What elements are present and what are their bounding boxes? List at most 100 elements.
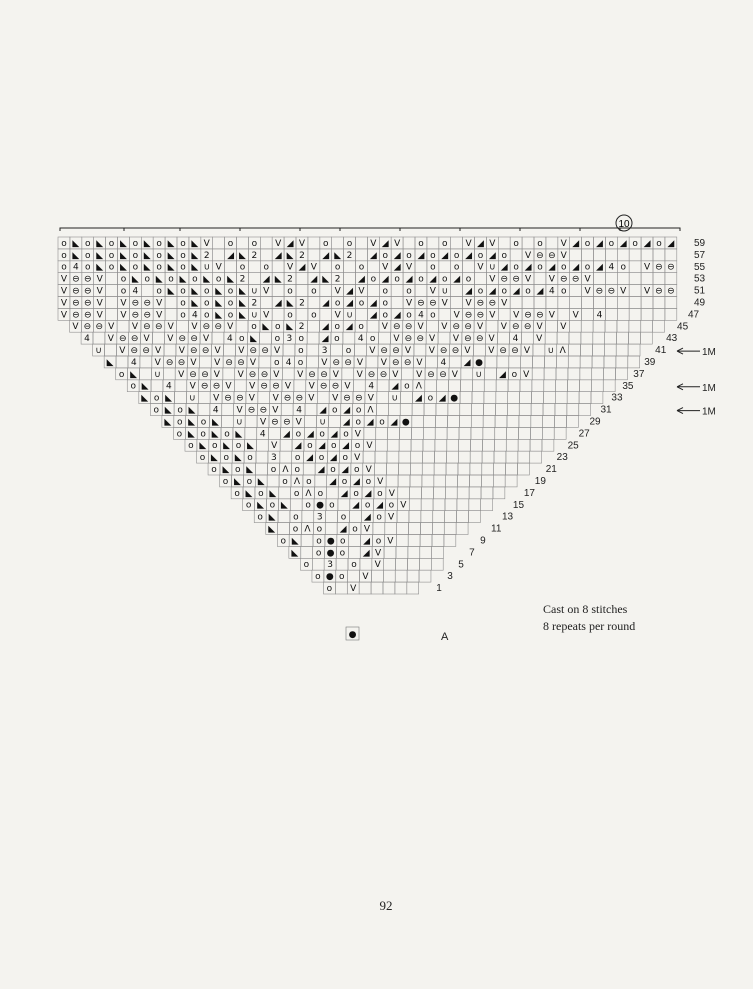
stitch-symbol: o bbox=[180, 298, 186, 308]
stitch-symbol: V bbox=[155, 358, 162, 368]
stitch-symbol: V bbox=[620, 287, 627, 297]
chart-cell bbox=[519, 379, 533, 392]
stitch-symbol: o bbox=[224, 453, 230, 463]
chart-cell bbox=[544, 355, 557, 369]
stitch-symbol: o bbox=[343, 453, 349, 463]
chart-cell bbox=[445, 486, 458, 500]
chart-cell bbox=[341, 367, 355, 381]
chart-cell bbox=[640, 248, 654, 262]
chart-cell bbox=[400, 391, 413, 404]
stitch-symbol: V bbox=[271, 441, 278, 451]
chart-cell bbox=[493, 450, 507, 464]
stitch-symbol: V bbox=[285, 382, 292, 392]
chart-cell bbox=[569, 248, 582, 262]
stitch-symbol: o bbox=[406, 287, 412, 297]
stitch-symbol: V bbox=[489, 334, 496, 344]
stitch-symbol: ⊖ bbox=[404, 358, 412, 368]
chart-cell bbox=[259, 236, 273, 250]
stitch-symbol: V bbox=[357, 358, 364, 368]
stitch-symbol: V bbox=[452, 370, 459, 380]
chart-cell bbox=[223, 343, 236, 357]
stitch-symbol: V bbox=[406, 298, 413, 308]
stitch-symbol: V bbox=[311, 263, 318, 273]
stitch-symbol: ◢ bbox=[364, 513, 371, 523]
chart-cell bbox=[362, 450, 376, 464]
stitch-symbol: o bbox=[354, 465, 360, 475]
stitch-symbol: o bbox=[109, 251, 115, 261]
increase-label: 1M bbox=[702, 383, 716, 394]
stitch-symbol: o bbox=[311, 310, 317, 320]
stitch-symbol: o bbox=[119, 370, 125, 380]
chart-cell bbox=[443, 522, 457, 535]
stitch-symbol: ◣ bbox=[239, 310, 246, 320]
stitch-symbol: V bbox=[249, 382, 256, 392]
chart-cell bbox=[497, 331, 510, 345]
stitch-symbol: 3 bbox=[322, 346, 328, 356]
stitch-symbol: ◢ bbox=[358, 275, 365, 285]
stitch-symbol: ⊖ bbox=[524, 310, 532, 320]
stitch-symbol: o bbox=[394, 275, 400, 285]
chart-cell bbox=[431, 557, 444, 571]
chart-cell bbox=[505, 462, 518, 476]
chart-cell bbox=[335, 557, 349, 571]
stitch-symbol: o bbox=[329, 501, 335, 511]
stitch-symbol: V bbox=[416, 358, 423, 368]
stitch-symbol: o bbox=[294, 489, 300, 499]
stitch-symbol: o bbox=[327, 584, 333, 594]
chart-cell bbox=[139, 367, 152, 381]
chart-cell bbox=[279, 438, 293, 452]
arrow-line bbox=[676, 347, 700, 355]
stitch-symbol: V bbox=[249, 394, 256, 404]
chart-cell bbox=[485, 319, 499, 333]
stitch-symbol: V bbox=[405, 346, 412, 356]
stitch-symbol: ⊖ bbox=[261, 346, 269, 356]
chart-cell bbox=[317, 391, 330, 404]
stitch-symbol: ◢ bbox=[548, 263, 555, 273]
stitch-symbol: V bbox=[501, 298, 508, 308]
stitch-symbol: ⊖ bbox=[464, 322, 472, 332]
chart-cell bbox=[348, 534, 361, 547]
stitch-symbol: ◢ bbox=[322, 298, 329, 308]
stitch-symbol: V bbox=[388, 513, 395, 523]
chart-cell bbox=[432, 510, 445, 523]
chart-cell bbox=[567, 355, 581, 369]
stitch-symbol: ◢ bbox=[477, 239, 484, 249]
chart-cell bbox=[248, 272, 261, 285]
stitch-symbol: o bbox=[366, 477, 372, 487]
row-numbers: 5957555351494745434139373533312927252321… bbox=[436, 238, 705, 594]
chart-cell bbox=[469, 462, 483, 476]
stitch-symbol: ◣ bbox=[199, 441, 206, 451]
chart-cell bbox=[376, 379, 390, 392]
chart-cell bbox=[555, 391, 568, 404]
chart-cell bbox=[445, 474, 458, 488]
stitch-symbol: o bbox=[252, 239, 258, 249]
stitch-symbol: V bbox=[335, 287, 342, 297]
stitch-symbol: ∪ bbox=[154, 370, 161, 380]
chart-cell bbox=[518, 403, 532, 416]
stitch-symbol: ◢ bbox=[342, 441, 349, 451]
stitch-symbol: ◢ bbox=[415, 394, 422, 404]
stitch-symbol: o bbox=[61, 239, 67, 249]
stitch-symbol: ◢ bbox=[382, 275, 389, 285]
stitch-symbol: ◣ bbox=[144, 239, 151, 249]
stitch-symbol: V bbox=[263, 287, 270, 297]
chart-cell bbox=[616, 296, 630, 309]
chart-cell bbox=[604, 331, 617, 345]
stitch-symbol: V bbox=[357, 370, 364, 380]
chart-cell bbox=[450, 284, 463, 297]
stitch-symbol: o bbox=[351, 560, 357, 570]
stitch-symbol: ◢ bbox=[489, 251, 496, 261]
chart-cell bbox=[592, 319, 606, 333]
chart-cell bbox=[420, 522, 433, 535]
row-number: 51 bbox=[694, 286, 706, 297]
stitch-symbol: V bbox=[214, 346, 221, 356]
stitch-symbol: o bbox=[428, 394, 434, 404]
page-number: 92 bbox=[379, 898, 393, 913]
stitch-symbol: V bbox=[97, 275, 104, 285]
chart-cell bbox=[580, 331, 594, 345]
